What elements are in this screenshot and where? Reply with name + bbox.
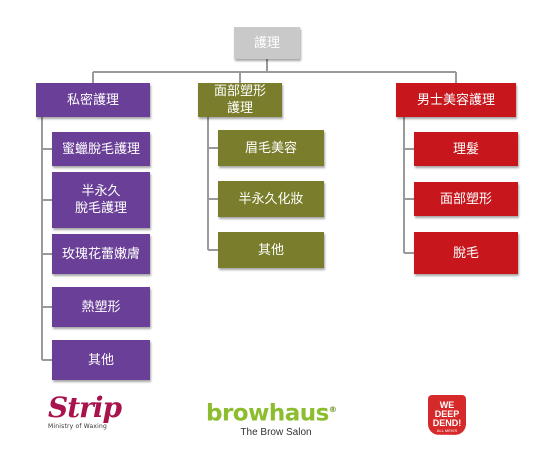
registered-mark: ® bbox=[328, 405, 337, 414]
item-semi-permanent-makeup: 半永久化妝 bbox=[218, 181, 324, 217]
branch-facial-shaping-care: 面部塑形 護理 bbox=[198, 83, 282, 117]
root-node: 護理 bbox=[234, 27, 300, 59]
item-haircut: 理髮 bbox=[414, 132, 518, 166]
strip-logo: Strip Ministry of Waxing bbox=[48, 393, 128, 443]
wedeepend-logo-line2: DEND! bbox=[432, 418, 462, 428]
browhaus-logo-tagline: The Brow Salon bbox=[240, 426, 312, 438]
item-other-facial: 其他 bbox=[218, 232, 324, 268]
item-hair-removal: 脫毛 bbox=[414, 232, 518, 274]
item-thermal-shaping: 熱塑形 bbox=[52, 287, 150, 327]
branch-mens-grooming: 男士美容護理 bbox=[396, 83, 516, 117]
strip-logo-wordmark: Strip bbox=[48, 391, 122, 424]
item-wax-hair-removal: 蜜蠟脫毛護理 bbox=[52, 132, 150, 166]
item-other-private: 其他 bbox=[52, 340, 150, 380]
branch-private-care: 私密護理 bbox=[36, 83, 150, 117]
wedeepend-logo-line1: WE DEEP bbox=[434, 400, 460, 419]
browhaus-logo: browhaus® The Brow Salon bbox=[206, 397, 346, 439]
item-semi-permanent-hair-removal: 半永久 脫毛護理 bbox=[52, 172, 150, 228]
wedeepend-logo-tagline: ALL MEN'S GROOMING bbox=[435, 428, 459, 438]
browhaus-logo-wordmark: browhaus® bbox=[206, 400, 337, 427]
item-rose-bud-rejuvenation: 玫瑰花蕾嫩膚 bbox=[52, 234, 150, 274]
item-eyebrow-beauty: 眉毛美容 bbox=[218, 130, 324, 166]
wedeepend-logo: WE DEEP DEND! ALL MEN'S GROOMING bbox=[428, 395, 466, 438]
strip-logo-tagline: Ministry of Waxing bbox=[48, 423, 108, 430]
item-facial-shaping: 面部塑形 bbox=[414, 182, 518, 216]
